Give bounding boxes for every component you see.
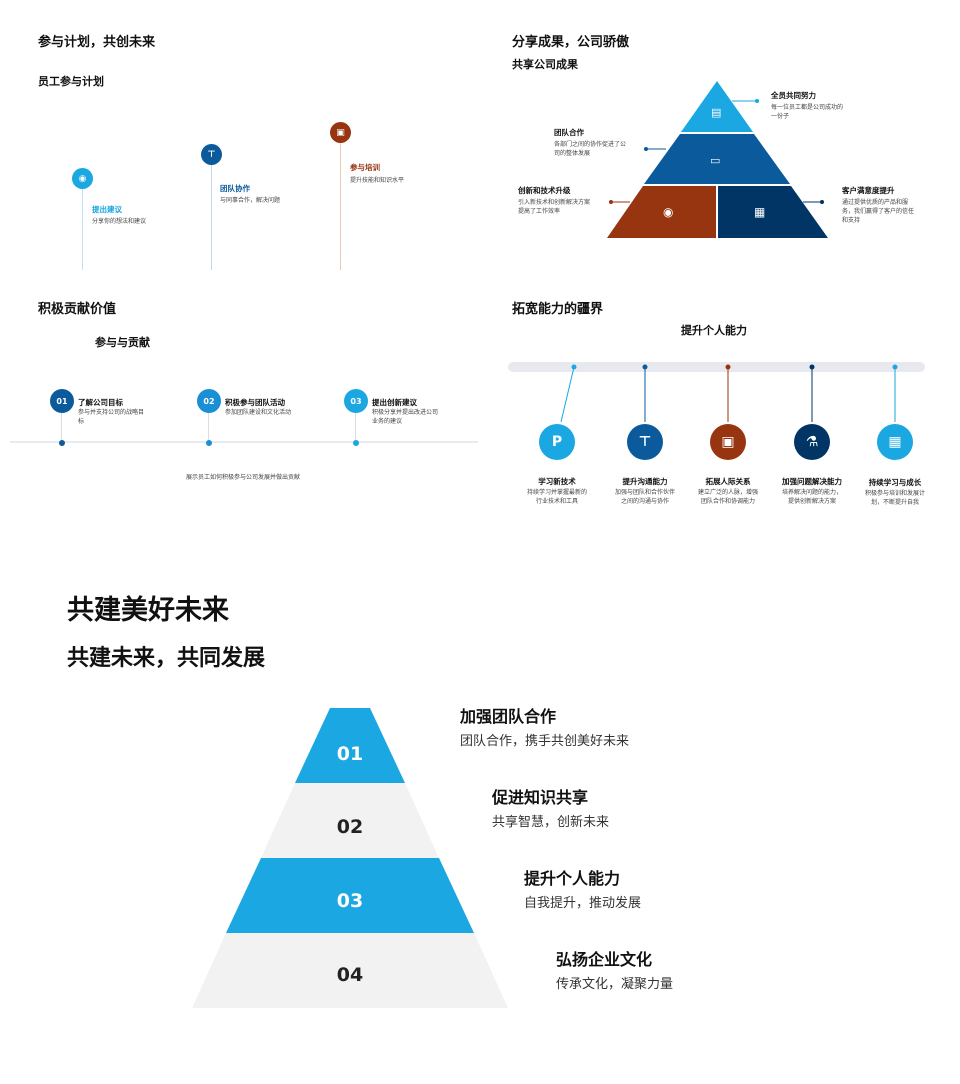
- pyramid-tier-2: [261, 783, 439, 858]
- s3-timeline: [10, 441, 478, 443]
- s3-item-title: 了解公司目标: [78, 398, 123, 407]
- step-number: 01: [50, 389, 74, 413]
- s1-item-title: 团队协作: [220, 184, 250, 193]
- s1-line-1: [82, 180, 83, 270]
- clipboard-icon: ▤: [711, 106, 722, 119]
- pyramid-tier-3b: [718, 186, 828, 238]
- s3-item-title: 积极参与团队活动: [225, 398, 285, 407]
- s4-item-desc: 培养解决问题的能力，提供创新解决方案: [782, 489, 843, 505]
- s5-item-title: 提升个人能力: [524, 869, 621, 888]
- s4-item-desc: 加强与团队和合作伙伴之间的沟通与协作: [615, 489, 676, 505]
- s2-item-title: 团队合作: [554, 128, 584, 137]
- s2-item-desc: 各部门之间的协作促进了公司的整体发展: [554, 141, 627, 157]
- s2-item-desc: 引入新技术和创新解决方案提高了工作效率: [518, 199, 591, 215]
- timeline-dot: [353, 440, 359, 446]
- s1-title: 参与计划，共创未来: [38, 35, 156, 50]
- s2-item-desc: 每一位员工都是公司成功的一份子: [771, 104, 844, 120]
- pyramid-tier-2: [644, 134, 790, 184]
- s4-item-title: 拓展人际关系: [705, 477, 751, 486]
- webcam-icon: ◉: [663, 205, 674, 219]
- timeline-dot: [206, 440, 212, 446]
- s1-item-desc: 提升技能和知识水平: [350, 177, 405, 184]
- s5-item-title: 加强团队合作: [460, 707, 557, 726]
- image-icon: ▣: [710, 424, 746, 460]
- chat-icon: ▭: [710, 154, 721, 167]
- s4-item-title: 学习新技术: [538, 477, 576, 486]
- timeline-dot: [59, 440, 65, 446]
- s4-track: [508, 362, 925, 372]
- s4-item-desc: 持续学习并掌握最新的行业技术和工具: [527, 489, 588, 505]
- s3-footer: 展示员工如何积极参与公司发展并做出贡献: [186, 474, 301, 481]
- s2-item-desc: 通过提供优质的产品和服务，我们赢得了客户的信任和支持: [842, 199, 915, 224]
- s4-item-desc: 建立广泛的人脉，增强团队合作和协调能力: [698, 489, 759, 505]
- s3-item-desc: 参加团队建设和文化活动: [225, 409, 292, 416]
- tier-number: 03: [336, 890, 364, 912]
- s1-item-title: 提出建议: [92, 205, 122, 214]
- s3-item-desc: 参与并支持公司的战略目标: [78, 409, 145, 425]
- pyramid-tier-1: [681, 81, 753, 132]
- s2-item-title: 客户满意度提升: [842, 186, 895, 195]
- s4-item-title: 加强问题解决能力: [782, 477, 842, 486]
- s1-line-3: [340, 132, 341, 270]
- s5-item-desc: 自我提升，推动发展: [524, 896, 642, 911]
- org-chart-icon: ⊤: [627, 424, 663, 460]
- s1-subtitle: 员工参与计划: [38, 75, 104, 88]
- s2-title: 分享成果，公司骄傲: [512, 35, 630, 50]
- s1-item-desc: 分享你的想法和建议: [92, 218, 147, 225]
- s5-item-desc: 团队合作，携手共创美好未来: [460, 734, 630, 749]
- s5-pyramid: [192, 708, 508, 1008]
- s5-subtitle: 共建未来，共同发展: [67, 646, 266, 671]
- tier-number: 02: [336, 816, 364, 838]
- document-icon: P: [539, 424, 575, 460]
- s4-item-title: 持续学习与成长: [868, 478, 922, 487]
- s5-item-desc: 共享智慧，创新未来: [492, 815, 610, 830]
- printer-icon: ▦: [877, 424, 913, 460]
- s1-line-2: [211, 155, 212, 270]
- image-icon: ▣: [330, 122, 351, 143]
- flask-icon: ⚗: [794, 424, 830, 460]
- pyramid-tier-3a: [607, 186, 716, 238]
- org-chart-icon: ⊤: [201, 144, 222, 165]
- s2-item-title: 创新和技术升级: [518, 186, 571, 195]
- s5-item-title: 促进知识共享: [492, 788, 589, 807]
- s5-item-title: 弘扬企业文化: [556, 950, 653, 969]
- s3-title: 积极贡献价值: [38, 302, 117, 317]
- s4-item-desc: 积极参与培训和发展计划，不断提升自我: [865, 490, 926, 506]
- pyramid-tier-1: [295, 708, 405, 783]
- s3-subtitle: 参与与贡献: [95, 336, 150, 349]
- step-number: 03: [344, 389, 368, 413]
- tier-number: 01: [336, 743, 364, 765]
- s3-item-desc: 积极分享并提出改进公司业务的建议: [372, 409, 439, 425]
- s4-title: 拓宽能力的疆界: [512, 302, 604, 317]
- tier-number: 04: [336, 964, 364, 986]
- s4-subtitle: 提升个人能力: [681, 324, 747, 337]
- step-number: 02: [197, 389, 221, 413]
- s5-item-desc: 传承文化，凝聚力量: [556, 977, 674, 992]
- pyramid-tier-3: [226, 858, 474, 933]
- s1-item-desc: 与同事合作，解决问题: [220, 197, 281, 204]
- s2-subtitle: 共享公司成果: [512, 58, 578, 71]
- s1-item-title: 参与培训: [350, 163, 380, 172]
- s5-title: 共建美好未来: [67, 595, 229, 626]
- webcam-icon: ◉: [72, 168, 93, 189]
- s4-item-title: 提升沟通能力: [622, 477, 668, 486]
- s2-item-title: 全员共同努力: [771, 91, 816, 100]
- pyramid-tier-4: [192, 933, 508, 1008]
- s3-item-title: 提出创新建议: [372, 398, 417, 407]
- printer-icon: ▦: [754, 205, 766, 219]
- s2-pyramid: [607, 81, 828, 238]
